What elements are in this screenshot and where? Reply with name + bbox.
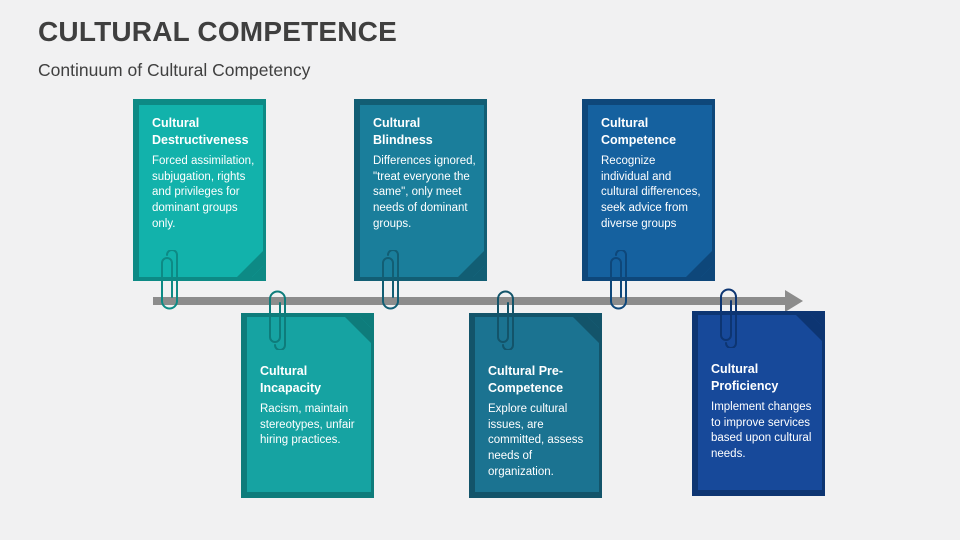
stage-title: Cultural Competence <box>601 116 677 147</box>
stage-card-cultural-pre-competence: Cultural Pre-Competence Explore cultural… <box>469 290 602 498</box>
stage-description: Explore cultural issues, are committed, … <box>488 403 584 478</box>
stage-title: Cultural Destructiveness <box>152 116 249 147</box>
card-face: Cultural Pre-Competence Explore cultural… <box>475 317 599 492</box>
paperclip-icon <box>497 290 514 350</box>
card-face: Cultural Proficiency Implement changes t… <box>698 315 822 490</box>
stage-description: Recognize individual and cultural differ… <box>601 155 701 230</box>
continuum-arrow-line <box>153 297 787 305</box>
stage-card-cultural-incapacity: Cultural Incapacity Racism, maintain ste… <box>241 290 374 498</box>
paperclip-icon <box>269 290 286 350</box>
stage-title: Cultural Incapacity <box>260 364 322 395</box>
card-face: Cultural Competence Recognize individual… <box>588 105 712 277</box>
stage-description: Forced assimilation, subjugation, rights… <box>152 155 255 230</box>
paperclip-icon <box>720 288 737 348</box>
stage-title: Cultural Pre-Competence <box>488 364 564 395</box>
stage-card-cultural-destructiveness: Cultural Destructiveness Forced assimila… <box>133 99 266 310</box>
stage-title: Cultural Blindness <box>373 116 433 147</box>
card-face: Cultural Destructiveness Forced assimila… <box>139 105 263 277</box>
stage-card-cultural-proficiency: Cultural Proficiency Implement changes t… <box>692 288 825 496</box>
paperclip-icon <box>382 250 399 310</box>
stage-card-cultural-competence: Cultural Competence Recognize individual… <box>582 99 715 310</box>
stage-description: Differences ignored, "treat everyone the… <box>373 155 476 230</box>
card-face: Cultural Incapacity Racism, maintain ste… <box>247 317 371 492</box>
stage-description: Racism, maintain stereotypes, unfair hir… <box>260 403 355 447</box>
card-face: Cultural Blindness Differences ignored, … <box>360 105 484 277</box>
page-subtitle: Continuum of Cultural Competency <box>38 60 311 80</box>
stage-title: Cultural Proficiency <box>711 362 779 393</box>
stage-description: Implement changes to improve services ba… <box>711 401 812 460</box>
paperclip-icon <box>161 250 178 310</box>
page-title: CULTURAL COMPETENCE <box>38 16 397 47</box>
continuum-arrow-head-icon <box>785 290 803 312</box>
paperclip-icon <box>610 250 627 310</box>
stage-card-cultural-blindness: Cultural Blindness Differences ignored, … <box>354 99 487 310</box>
